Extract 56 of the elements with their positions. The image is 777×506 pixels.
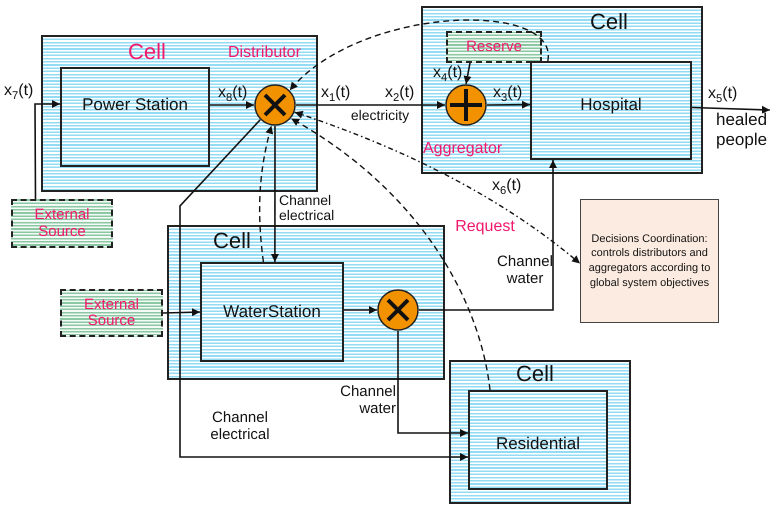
cell-panel bbox=[167, 225, 445, 380]
arrow bbox=[419, 160, 557, 311]
cell-panel bbox=[421, 6, 703, 174]
signal-label: x$_{8}$(t) bbox=[218, 84, 248, 104]
arrow bbox=[270, 126, 279, 262]
cell-heading: Cell bbox=[213, 229, 251, 254]
arrow bbox=[179, 119, 468, 461]
junction-label: Aggregator bbox=[423, 140, 502, 158]
dashed-arrow bbox=[294, 111, 580, 264]
arrow bbox=[296, 101, 445, 109]
reserve-box bbox=[446, 31, 542, 63]
edge-label: Channel water bbox=[496, 254, 554, 287]
edge-label: electricity bbox=[350, 108, 410, 124]
note-text: Decisions Coordination: controls distributors and aggregators according to global system objectives bbox=[588, 232, 712, 290]
dashed-arrow bbox=[258, 126, 274, 262]
box-label: WaterStation bbox=[223, 302, 321, 322]
edge-label: Channel water bbox=[339, 384, 396, 417]
arrow bbox=[210, 101, 254, 109]
signal-label: x$_{1}$(t) bbox=[321, 84, 350, 104]
box-label: Residential bbox=[496, 434, 580, 454]
box-label: Power Station bbox=[82, 95, 188, 115]
arrow bbox=[344, 306, 377, 314]
process-box bbox=[530, 61, 692, 160]
note-box bbox=[580, 199, 719, 323]
dashed-arrow bbox=[289, 20, 548, 91]
signal-label: x$_{7}$(t) bbox=[4, 82, 34, 102]
cell-heading: Cell bbox=[128, 40, 166, 64]
arrow bbox=[692, 106, 770, 114]
junction-circle bbox=[377, 289, 419, 331]
signal-label: x$_{6}$(t) bbox=[492, 177, 522, 198]
signal-label: x$_{2}$(t) bbox=[385, 84, 414, 104]
signal-label: x$_{5}$(t) bbox=[708, 85, 738, 106]
edge-label: Channel electrical bbox=[209, 410, 271, 443]
junction-circle bbox=[254, 84, 296, 126]
edge-label: Request bbox=[454, 218, 516, 236]
process-box bbox=[468, 390, 608, 490]
arrow bbox=[162, 308, 200, 316]
box-label: Hospital bbox=[580, 94, 642, 114]
output-label: healed people bbox=[716, 110, 777, 154]
process-box bbox=[60, 67, 210, 167]
edge-label: Channel electrical bbox=[279, 193, 336, 224]
cell-heading: Cell bbox=[516, 362, 554, 386]
cell-panel bbox=[41, 35, 318, 192]
junction-circle bbox=[445, 84, 487, 126]
junction-label: Distributor bbox=[228, 44, 301, 62]
source-box bbox=[60, 289, 163, 337]
arrow bbox=[487, 100, 530, 109]
source-label: Reserve bbox=[465, 38, 523, 56]
arrow bbox=[397, 331, 468, 437]
cell-heading: Cell bbox=[590, 10, 628, 34]
process-box bbox=[200, 262, 344, 362]
arrow bbox=[464, 62, 472, 84]
arrow bbox=[34, 100, 60, 199]
signal-label: x$_{4}$(t) bbox=[433, 64, 462, 84]
cell-panel bbox=[449, 360, 631, 504]
signal-label: x$_{3}$(t) bbox=[493, 84, 522, 104]
